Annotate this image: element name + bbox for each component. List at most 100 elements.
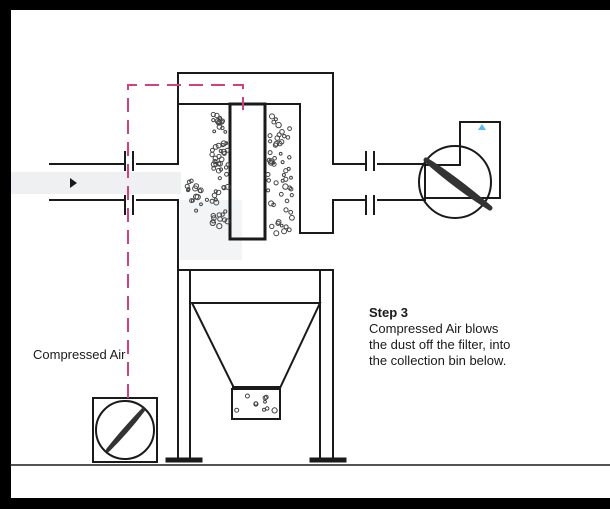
dust-particle [197, 187, 204, 194]
inlet-arrow-icon [70, 178, 77, 188]
dust-particle [224, 141, 229, 146]
dust-particle [263, 394, 269, 400]
dust-particle [210, 213, 217, 219]
dust-particle [189, 178, 194, 184]
dust-particle [282, 183, 289, 190]
dust-particle [211, 118, 216, 123]
dust-particle [279, 139, 285, 145]
dust-particle [266, 178, 272, 183]
dust-particle [271, 119, 277, 125]
dust-particle [211, 219, 216, 224]
dust-particle [211, 192, 218, 199]
dust-particle [273, 117, 278, 122]
dust-particle [271, 407, 278, 414]
dust-particle [283, 207, 289, 213]
dust-particle [286, 166, 291, 171]
compressor-box [92, 397, 158, 463]
dust-particle [216, 223, 223, 230]
dust-particle [186, 187, 191, 192]
dust-particle [209, 198, 215, 204]
dust-particle [212, 129, 217, 134]
fan-housing [424, 121, 501, 199]
dust-particle [289, 214, 295, 221]
dust-particle [285, 135, 291, 140]
dust-particle [269, 223, 275, 230]
dust-particle [212, 144, 219, 150]
dust-particles [184, 111, 295, 414]
dust-particle [281, 173, 286, 177]
dust-particle [287, 155, 292, 160]
dust-particle [283, 224, 289, 230]
dust-particle [275, 220, 281, 226]
dust-particle [268, 158, 275, 165]
dust-particle [268, 200, 275, 207]
dust-particle [186, 179, 192, 185]
dust-particle [211, 166, 217, 171]
dust-particle [287, 126, 293, 132]
dust-particle [220, 125, 225, 131]
dust-particle [288, 186, 294, 192]
dust-particle [286, 227, 292, 233]
dust-particle [193, 183, 200, 190]
dust-particle [278, 191, 284, 197]
compressed-air-line [127, 84, 244, 398]
dust-particle [215, 167, 222, 174]
filter-cartridge [228, 102, 267, 241]
dust-particle [223, 165, 229, 170]
dust-particle [267, 150, 273, 156]
bin-lip [232, 386, 280, 390]
dust-particle [269, 113, 275, 120]
fan-blade-icon [423, 157, 493, 211]
dust-particle [220, 148, 227, 155]
dust-particle [212, 158, 218, 165]
dust-particle [262, 407, 266, 412]
dust-particle [222, 217, 228, 223]
dust-particle [224, 171, 229, 177]
fan-circle [418, 145, 492, 219]
dust-particle [220, 143, 225, 148]
dust-particle [223, 209, 228, 214]
step-caption: Step 3 Compressed Air blows the dust off… [369, 305, 519, 369]
dust-particle [289, 193, 294, 198]
diagram-background [11, 10, 610, 498]
dust-particle [266, 188, 271, 193]
dust-particle [263, 399, 267, 404]
step-title: Step 3 [369, 305, 409, 320]
dust-particle [215, 189, 222, 196]
dust-particle [265, 172, 271, 177]
dust-particle [204, 197, 209, 202]
dust-particle [279, 129, 285, 135]
dust-particle [214, 112, 220, 119]
dust-particle [217, 161, 222, 167]
inlet-airflow-band [11, 172, 181, 194]
dust-particle [244, 393, 250, 399]
dust-particle [224, 147, 230, 153]
dust-particle [268, 139, 273, 144]
dust-particle [224, 218, 231, 225]
compressed-air-label: Compressed Air [33, 347, 126, 362]
dust-particle [209, 151, 215, 158]
dust-particle [288, 209, 294, 215]
dust-particle [213, 197, 218, 202]
dust-particle [278, 151, 283, 156]
dust-particle [193, 193, 200, 200]
dust-particle [223, 130, 228, 134]
dust-particle [199, 202, 203, 207]
dust-particle [213, 189, 218, 194]
compressor-blade-icon [106, 408, 145, 452]
fan-indicator-icon [478, 124, 486, 130]
dust-particle [217, 176, 222, 181]
dust-particle [253, 401, 259, 407]
dust-particle [234, 407, 240, 413]
dust-particle [280, 178, 285, 183]
dust-particle [275, 121, 282, 129]
dust-particle [273, 230, 280, 237]
dust-particle [276, 132, 282, 138]
dust-particle [281, 228, 288, 235]
dust-particle [272, 142, 278, 148]
compressor-circle [95, 400, 155, 460]
dust-particle [273, 180, 279, 186]
dust-particle [220, 212, 225, 217]
dust-particle [189, 198, 195, 204]
